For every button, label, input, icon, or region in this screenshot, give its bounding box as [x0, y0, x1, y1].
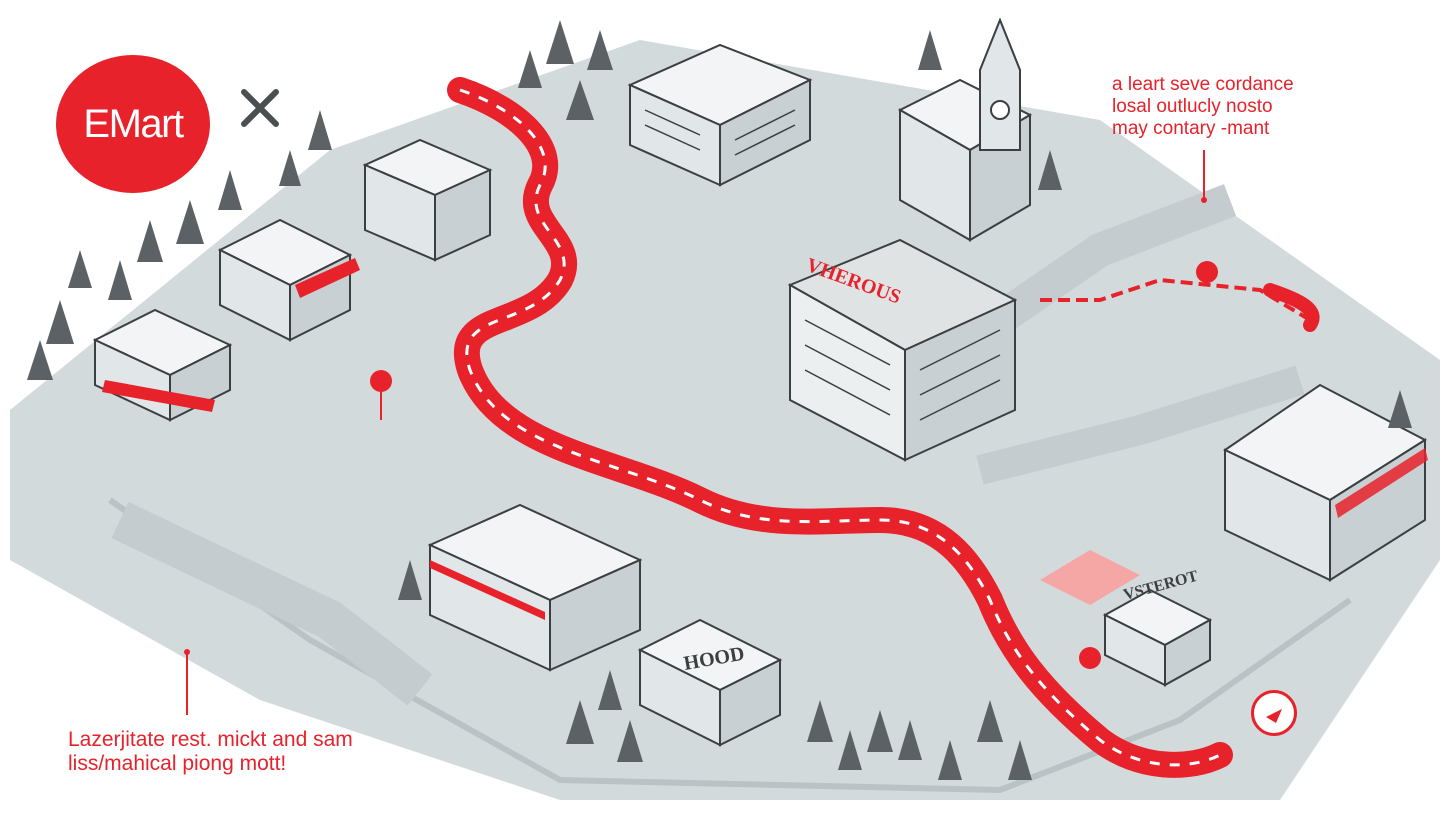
annotation-line: losal outlucly nosto [1112, 95, 1273, 117]
navigation-button[interactable] [1251, 690, 1297, 736]
building-top-left [362, 138, 493, 262]
building-hood [637, 618, 783, 747]
buildings-layer [92, 17, 1428, 747]
building-warehouse [627, 43, 813, 187]
callout-dot [1201, 197, 1207, 203]
tree [518, 20, 613, 120]
building-central-hall [787, 238, 1018, 462]
building-kiosk [1102, 588, 1213, 687]
close-button[interactable] [234, 82, 286, 134]
annotation-line: may contary -mant [1112, 117, 1270, 139]
route-branch-right [1263, 283, 1320, 332]
red-parking-lot [1040, 550, 1140, 605]
building-store-south [427, 503, 643, 672]
tree [918, 30, 1062, 190]
route-marker-pin[interactable] [1196, 261, 1218, 283]
route-dashes [459, 88, 1221, 767]
route-branch [1040, 277, 1312, 322]
callout-dot [184, 649, 190, 655]
building-church [897, 17, 1033, 242]
side-street-left [111, 501, 433, 706]
building-corner-store [1223, 383, 1428, 582]
annotation-line: liss/mahical piong mott! [68, 752, 287, 776]
building-left-shop [217, 218, 360, 342]
route-marker-pin[interactable] [370, 370, 392, 420]
annotation-bottom-left: Lazerjitate rest. mickt and sam liss/mah… [68, 728, 353, 776]
trees-layer [27, 20, 1412, 780]
close-icon [241, 89, 279, 127]
emart-logo: EMart [56, 55, 210, 193]
route-marker-pin[interactable] [1079, 647, 1101, 669]
annotation-line: a leart seve cordance [1112, 74, 1294, 95]
navigation-arrow-icon [1266, 709, 1282, 723]
building-left-market [92, 308, 233, 422]
route-layer [447, 77, 1320, 778]
tree [566, 670, 1032, 780]
annotation-line: Lazerjitate rest. mickt and sam [68, 728, 353, 751]
markers-layer [184, 150, 1218, 715]
annotation-top-right: a leart seve cordance losal outlucly nos… [1112, 74, 1294, 140]
logo-text: EMart [83, 101, 184, 146]
side-street-east [976, 365, 1305, 485]
